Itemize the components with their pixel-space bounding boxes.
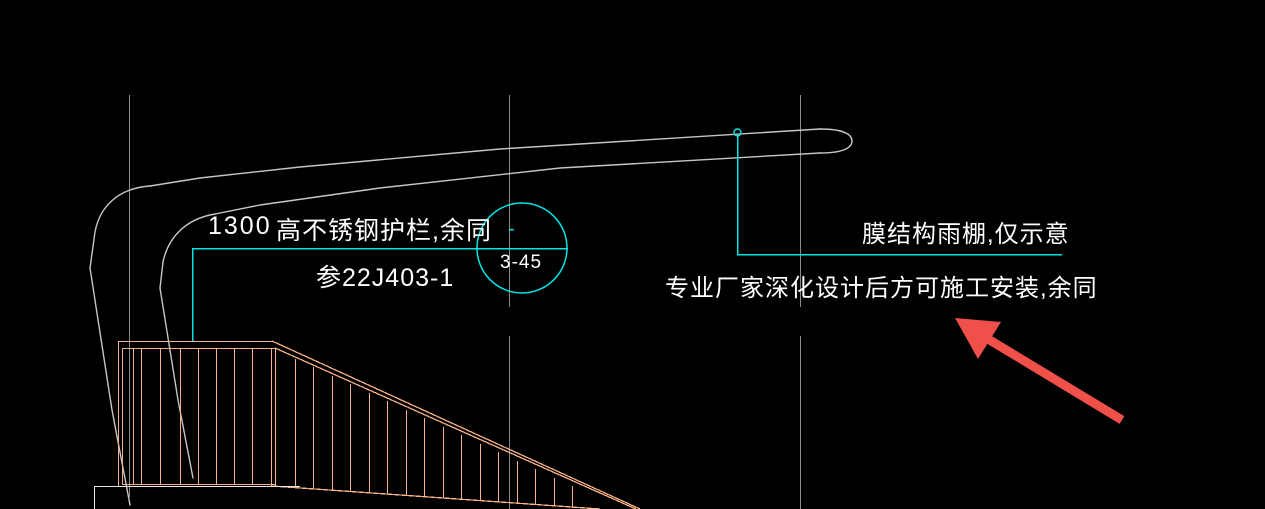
railing-specification-label: 高不锈钢护栏,余同 <box>276 217 492 245</box>
railing-balusters-slope <box>294 359 574 508</box>
canopy-note-line2-label: 专业厂家深化设计后方可施工安装,余同 <box>665 275 1098 302</box>
dimension-value-label: 1300 <box>208 212 272 240</box>
detail-bubble-top-label: - <box>508 218 516 240</box>
detail-bubble-bottom-label: 3-45 <box>500 252 543 273</box>
canopy-lower-left-curve <box>159 213 216 289</box>
railing-reference-label: 参22J403-1 <box>316 264 455 292</box>
canopy-note-line1-label: 膜结构雨棚,仅示意 <box>862 221 1070 248</box>
railing-group <box>117 340 641 509</box>
canopy-support-post-outer <box>89 267 131 506</box>
annotation-arrow-head <box>955 318 1001 359</box>
annotation-arrow-shaft <box>985 335 1125 424</box>
railing-slope-rail-inner <box>274 347 637 509</box>
canopy-right-rounded-tip <box>819 128 853 154</box>
leader-line-railing <box>191 247 478 341</box>
canopy-lower-surface <box>214 152 821 215</box>
leader-line-canopy <box>736 135 1062 256</box>
canopy-upper-left-curve <box>89 185 151 269</box>
detail-bubble-circle <box>476 202 568 294</box>
railing-slope-rail-outer <box>271 340 641 509</box>
canopy-support-post-inner <box>159 287 194 479</box>
canopy-upper-surface <box>149 128 821 187</box>
railing-balusters-flat <box>132 348 277 486</box>
leader-lines-group <box>191 135 1062 341</box>
landing-slab-outline <box>93 485 300 509</box>
leader-origin-marker-icon <box>733 128 742 137</box>
annotation-arrow-icon <box>955 318 1125 424</box>
railing-slope-stringer <box>271 485 601 509</box>
landing-slab-group <box>93 485 300 509</box>
canopy-outline-group <box>89 128 853 506</box>
